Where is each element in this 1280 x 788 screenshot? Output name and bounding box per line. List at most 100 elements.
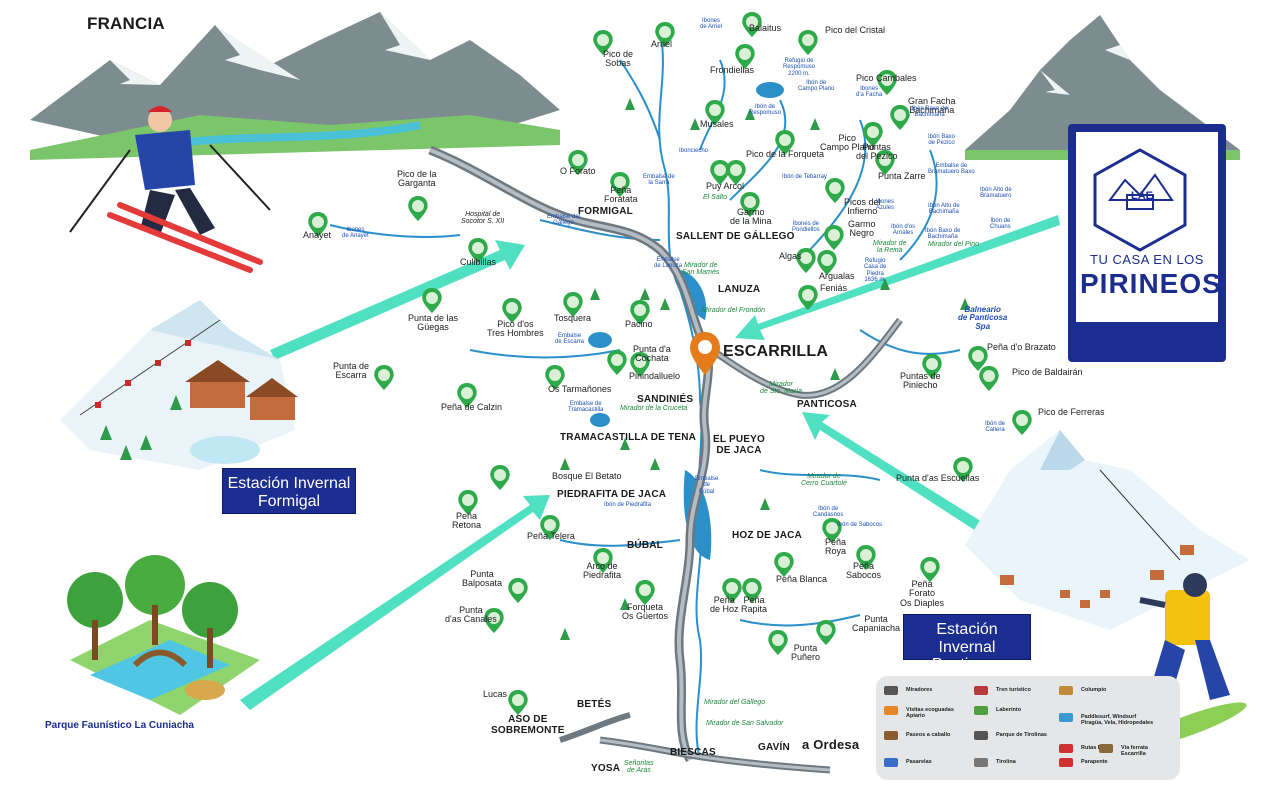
- town-escarrilla[interactable]: ESCARRILLA: [723, 343, 829, 360]
- peak-pin-icon[interactable]: [890, 105, 910, 130]
- formigal-resort-illustration: [60, 300, 298, 470]
- peak-pin-icon[interactable]: [705, 100, 725, 125]
- peak-pin-icon[interactable]: [490, 465, 510, 490]
- water-label: Ibón d'os Arnales: [891, 224, 916, 237]
- legend-icon: [1059, 744, 1073, 753]
- peak-pin-icon[interactable]: [635, 580, 655, 605]
- peak-pin-icon[interactable]: [607, 350, 627, 375]
- peak-pin-icon[interactable]: [798, 30, 818, 55]
- peak-pin-icon[interactable]: [740, 192, 760, 217]
- peak-pin-icon[interactable]: [408, 196, 428, 221]
- peak-pin-icon[interactable]: [742, 12, 762, 37]
- skier-illustration: [69, 106, 271, 273]
- peak-pin-icon[interactable]: [630, 300, 650, 325]
- peak-pin-icon[interactable]: [953, 457, 973, 482]
- park-label: Parque Faunístico La Cuniacha: [45, 720, 194, 731]
- peak-label: Pico Campo Plano: [820, 133, 875, 153]
- peak-pin-icon[interactable]: [774, 552, 794, 577]
- town-hoz[interactable]: HOZ DE JACA: [732, 530, 802, 541]
- town-panticosa[interactable]: PANTICOSA: [797, 399, 857, 410]
- legend-label: Pasarelas: [906, 759, 932, 765]
- peak-pin-icon[interactable]: [742, 578, 762, 603]
- town-pueyo[interactable]: EL PUEYO DE JACA: [713, 434, 765, 456]
- peak-pin-icon[interactable]: [630, 352, 650, 377]
- town-betes[interactable]: BETÉS: [577, 699, 612, 710]
- peak-pin-icon[interactable]: [726, 160, 746, 185]
- water-label: Ibón Baxo de Bachimaña: [912, 106, 948, 119]
- water-label: Ibón de Piedrafita: [604, 502, 652, 508]
- park-illustration: [67, 555, 260, 715]
- peak-label: Pico Cambales: [856, 73, 917, 83]
- station-formigal[interactable]: Estación Invernal Formigal: [222, 468, 356, 514]
- water-label: Ibón Alto de Bachimaña: [928, 203, 960, 216]
- peak-pin-icon[interactable]: [655, 22, 675, 47]
- water-label: Ibón de Tebarray: [782, 174, 827, 180]
- peak-pin-icon[interactable]: [540, 515, 560, 540]
- peak-label: Garmo Negro: [848, 219, 876, 239]
- peak-pin-icon[interactable]: [484, 608, 504, 633]
- peak-pin-icon[interactable]: [796, 248, 816, 273]
- town-piedrafita[interactable]: PIEDRAFITA DE JACA: [557, 489, 667, 500]
- town-gavin[interactable]: GAVÍN: [758, 742, 790, 753]
- town-tramacastilla[interactable]: TRAMACASTILLA DE TENA: [560, 432, 697, 443]
- peak-label: Tosquera: [554, 313, 592, 323]
- peak-pin-icon[interactable]: [875, 150, 895, 175]
- peak-pin-icon[interactable]: [822, 518, 842, 543]
- station-panticosa-line2: Panticosa: [931, 656, 1003, 674]
- town-formigal[interactable]: FORMIGAL: [578, 206, 633, 217]
- peak-pin-icon[interactable]: [593, 548, 613, 573]
- peak-pin-icon[interactable]: [824, 225, 844, 250]
- peak-pin-icon[interactable]: [863, 122, 883, 147]
- water-label: Ibón Alto de Bramatuero: [980, 187, 1012, 200]
- peak-label: Peña de Calzin: [441, 402, 503, 412]
- peak-pin-icon[interactable]: [568, 150, 588, 175]
- peak-label: Frondiellas: [710, 65, 755, 75]
- peak-pin-icon[interactable]: [458, 490, 478, 515]
- peak-label: Arriel: [651, 39, 673, 49]
- peak-pin-icon[interactable]: [968, 346, 988, 371]
- peak-pin-icon[interactable]: [457, 383, 477, 408]
- town-bubal[interactable]: BÚBAL: [627, 540, 663, 551]
- station-panticosa[interactable]: Estación Invernal Panticosa: [903, 614, 1031, 673]
- peak-pin-icon[interactable]: [775, 130, 795, 155]
- peak-pin-icon[interactable]: [816, 620, 836, 645]
- peak-pin-icon[interactable]: [508, 690, 528, 715]
- peak-pin-icon[interactable]: [563, 292, 583, 317]
- peak-pin-icon[interactable]: [922, 354, 942, 379]
- peak-pin-icon[interactable]: [877, 70, 897, 95]
- peak-pin-icon[interactable]: [545, 365, 565, 390]
- peak-pin-icon[interactable]: [308, 212, 328, 237]
- peak-pin-icon[interactable]: [768, 630, 788, 655]
- peak-pin-icon[interactable]: [593, 30, 613, 55]
- peak-pin-icon[interactable]: [817, 250, 837, 275]
- water-label: Hospital de Socotor S. XII: [461, 211, 505, 226]
- peak-pin-icon[interactable]: [735, 44, 755, 69]
- town-ordesa[interactable]: a Ordesa: [802, 737, 860, 752]
- peak-pin-icon[interactable]: [722, 578, 742, 603]
- town-lanuza[interactable]: LANUZA: [718, 284, 761, 295]
- viewpoint-label: Mirador de la Reina: [873, 240, 907, 255]
- peak-pin-icon[interactable]: [856, 545, 876, 570]
- peak-pin-icon[interactable]: [825, 178, 845, 203]
- peak-pin-icon[interactable]: [422, 288, 442, 313]
- peak-pin-icon[interactable]: [798, 285, 818, 310]
- water-label: Ibón de Campo Plano: [798, 80, 835, 93]
- town-biescas[interactable]: BIESCAS: [670, 747, 716, 758]
- peak-label: Punta Capaniacha: [852, 614, 901, 634]
- peak-pin-icon[interactable]: [508, 578, 528, 603]
- peak-pin-icon[interactable]: [610, 172, 630, 197]
- legend-label: Vía ferrata Escarrilla: [1121, 745, 1148, 758]
- peak-pin-icon[interactable]: [979, 366, 999, 391]
- peak-label: Punta d'as Canales: [445, 605, 497, 625]
- town-sandinies[interactable]: SANDINIÉS: [637, 394, 694, 405]
- town-yosa[interactable]: YOSA: [591, 763, 621, 774]
- peak-pin-icon[interactable]: [1012, 410, 1032, 435]
- peak-pin-icon[interactable]: [920, 557, 940, 582]
- town-sallent[interactable]: SALLENT DE GÁLLEGO: [676, 231, 795, 242]
- peak-pin-icon[interactable]: [502, 298, 522, 323]
- peak-pin-icon[interactable]: [468, 238, 488, 263]
- peak-label: Lucas: [483, 689, 508, 699]
- town-aso[interactable]: ASO DE SOBREMONTE: [491, 714, 565, 736]
- peak-pin-icon[interactable]: [374, 365, 394, 390]
- peak-pin-icon[interactable]: [710, 160, 730, 185]
